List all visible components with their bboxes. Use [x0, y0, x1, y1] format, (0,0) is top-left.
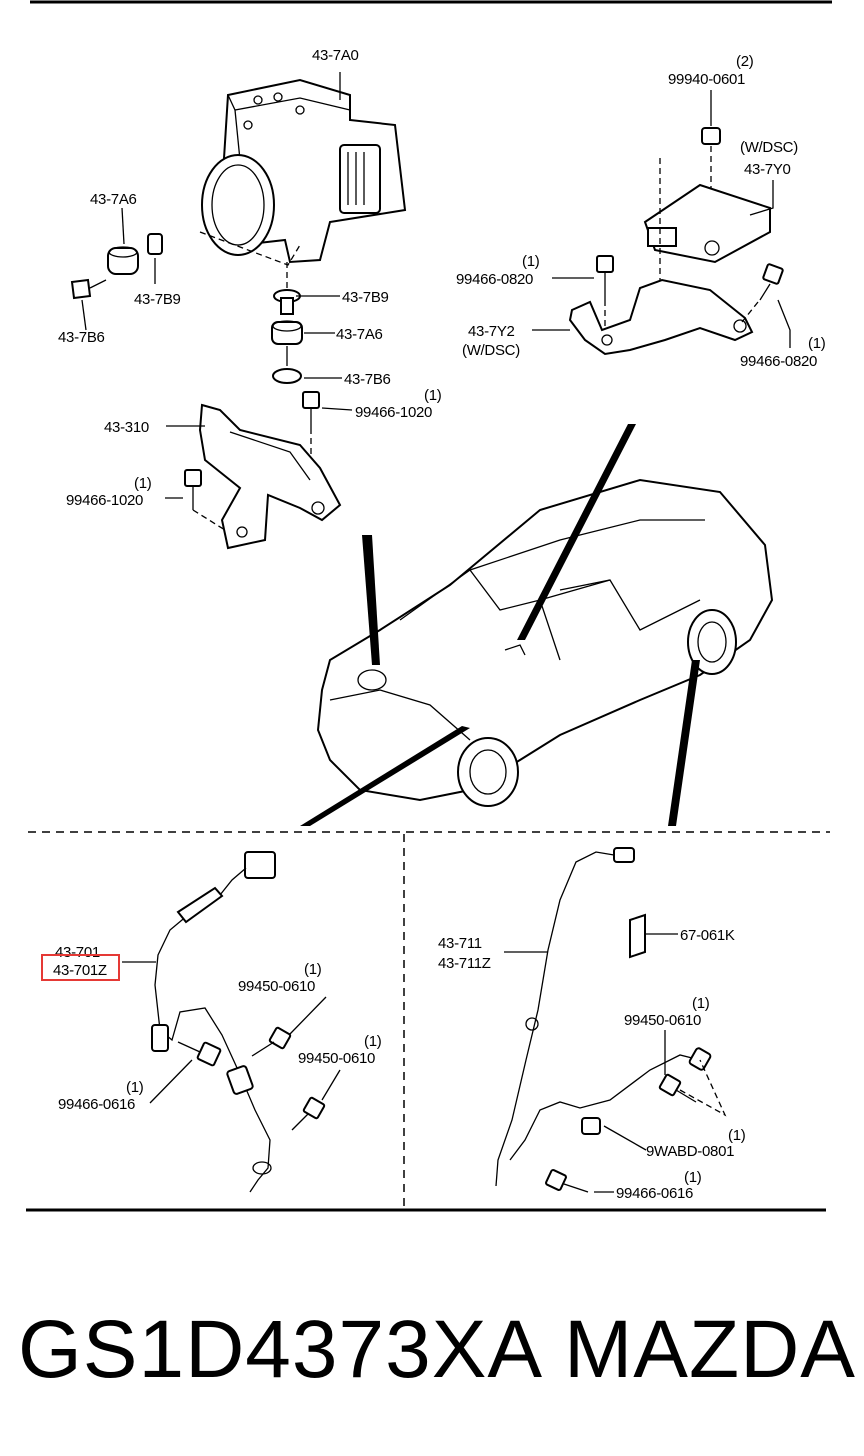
- abs-bracket: [198, 403, 342, 550]
- yaw-bracket: [568, 278, 754, 356]
- label-collar-left: 43-7B9: [134, 291, 181, 308]
- nut-99940: [701, 127, 721, 240]
- bolt-1020-right: [302, 391, 320, 455]
- leader-lines: [81, 72, 791, 1193]
- label-nut-rear: 9WABD-0801: [646, 1143, 734, 1160]
- label-bracket: 43-310: [104, 419, 149, 436]
- abs-hydraulic-unit: [199, 78, 407, 266]
- bolt-0616-front: [177, 1041, 222, 1067]
- label-front-sensor-alt: 43-701Z: [53, 962, 107, 979]
- label-yaw-sensor-cond: (W/DSC): [740, 139, 798, 156]
- label-front-sensor: 43-701: [55, 944, 100, 961]
- label-bolt-0610-b-qty: (1): [364, 1033, 382, 1050]
- bolt-0820-left: [596, 255, 614, 330]
- center-mount-stack: [271, 262, 303, 384]
- brand-name: MAZDA: [564, 1304, 856, 1395]
- label-bolt-1020-right: 99466-1020: [355, 404, 432, 421]
- bolt-0610-rear: [658, 1073, 697, 1103]
- footer: GS1D4373XA MAZDA: [0, 1300, 864, 1400]
- label-bolt-0616-front: 99466-0616: [58, 1096, 135, 1113]
- bolt-0616-rear: [545, 1169, 589, 1193]
- label-bolt-left: 43-7B6: [58, 329, 105, 346]
- clip-67-061K: [629, 913, 646, 959]
- bolt-left: [70, 278, 107, 300]
- label-nut-rear-qty: (1): [728, 1127, 746, 1144]
- parts-diagram: 43-7A0 43-7A6 43-7B9 43-7B6 43-7B9 43-7A…: [26, 0, 832, 1212]
- label-bolt-0610-a-qty: (1): [304, 961, 322, 978]
- label-bolt-0820-left-qty: (1): [522, 253, 540, 270]
- label-rear-sensor-alt: 43-711Z: [438, 955, 491, 972]
- collar-left: [147, 233, 163, 255]
- label-bolt-1020-left-qty: (1): [134, 475, 152, 492]
- pointer-lines: [300, 424, 700, 826]
- rear-wheel-speed-sensor: [495, 847, 727, 1187]
- label-bolt-1020-left: 99466-1020: [66, 492, 143, 509]
- car-illustration: [316, 478, 774, 807]
- label-bolt-0610-rear-qty: (1): [692, 995, 710, 1012]
- bolt-0610-front-b: [291, 1096, 326, 1131]
- bolt-0610-front-a: [251, 1026, 292, 1057]
- label-rear-sensor: 43-711: [438, 935, 482, 952]
- label-collar-center: 43-7B9: [342, 289, 389, 306]
- label-yaw-bracket-cond: (W/DSC): [462, 342, 520, 359]
- label-yaw-sensor: 43-7Y0: [744, 161, 791, 178]
- label-bolt-0820-right-qty: (1): [808, 335, 826, 352]
- label-bolt-0820-left: 99466-0820: [456, 271, 533, 288]
- label-bolt-0616-rear-qty: (1): [684, 1169, 702, 1186]
- label-bolt-0610-a: 99450-0610: [238, 978, 315, 995]
- label-bolt-0820-right: 99466-0820: [740, 353, 817, 370]
- label-washer-center: 43-7B6: [344, 371, 391, 388]
- part-number: GS1D4373XA: [18, 1304, 544, 1395]
- bushing-left: [107, 246, 139, 275]
- label-bolt-0610-b: 99450-0610: [298, 1050, 375, 1067]
- label-hu-assy: 43-7A0: [312, 47, 359, 64]
- highlight-box-front-sensor-alt: [41, 954, 120, 981]
- bolt-0820-right: [741, 263, 784, 323]
- label-yaw-bracket: 43-7Y2: [468, 323, 515, 340]
- label-bushing-left: 43-7A6: [90, 191, 137, 208]
- label-bolt-1020-right-qty: (1): [424, 387, 442, 404]
- label-nut: 99940-0601: [668, 71, 745, 88]
- bolt-1020-left: [184, 469, 226, 531]
- label-clip: 67-061K: [680, 927, 735, 944]
- label-bushing-center: 43-7A6: [336, 326, 383, 343]
- label-bolt-0616-rear: 99466-0616: [616, 1185, 693, 1202]
- front-wheel-speed-sensor: [151, 851, 276, 1193]
- label-bolt-0610-rear: 99450-0610: [624, 1012, 701, 1029]
- label-bolt-0616-front-qty: (1): [126, 1079, 144, 1096]
- label-nut-qty: (2): [736, 53, 754, 70]
